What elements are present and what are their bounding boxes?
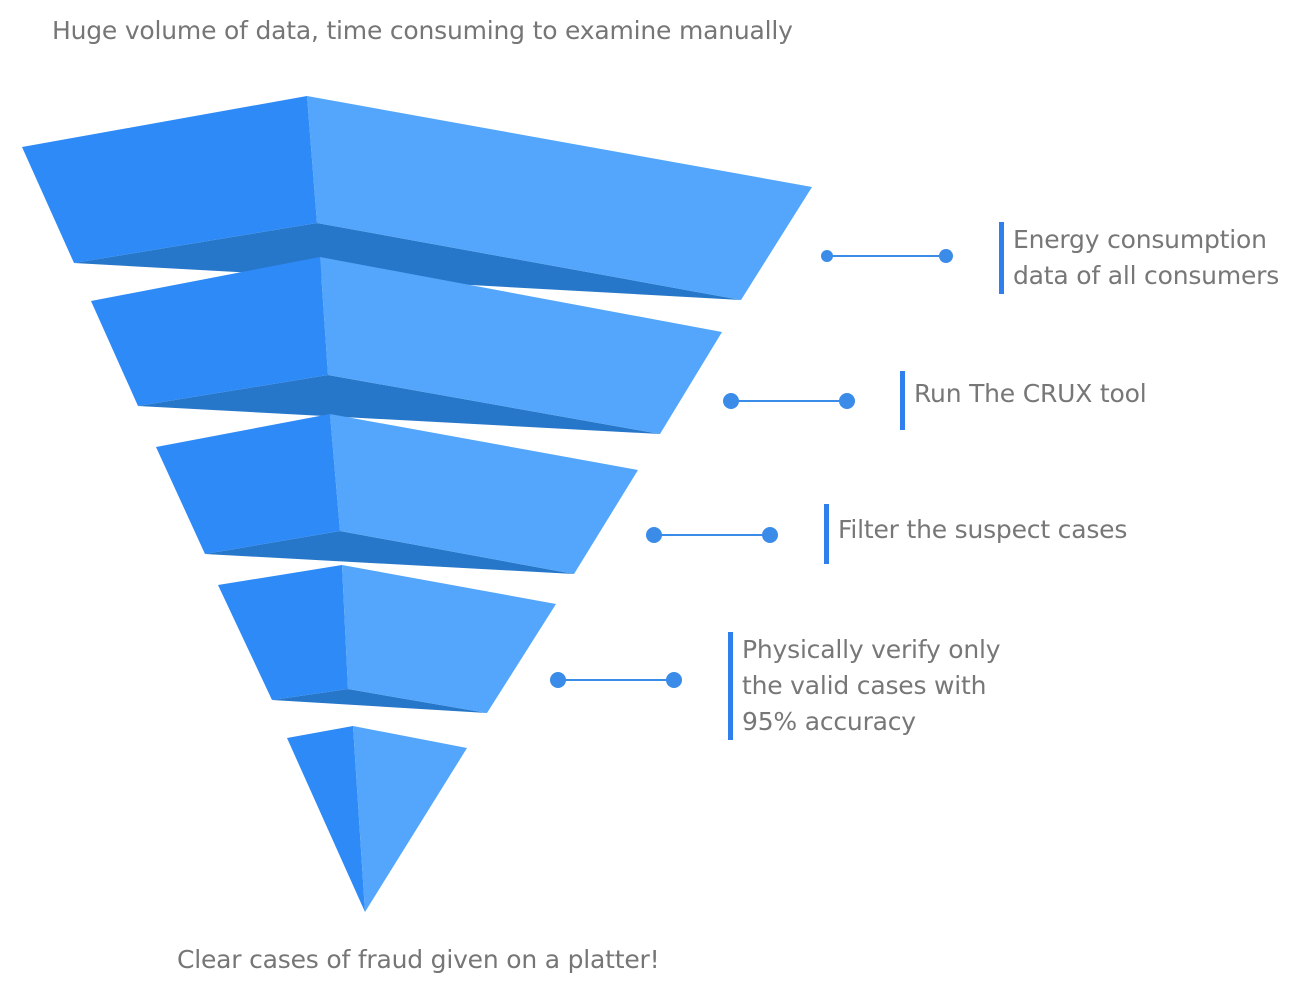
funnel-layer-4 <box>218 565 556 713</box>
step-label-filter-cases: Filter the suspect cases <box>824 504 1127 564</box>
step-label-line: the valid cases with <box>742 671 987 700</box>
funnel-layer-5-front-right <box>353 726 467 912</box>
funnel-layer-4-front-left <box>218 565 348 700</box>
step-label-run-tool: Run The CRUX tool <box>900 371 1147 430</box>
funnel-layer-2-underside <box>138 375 660 434</box>
funnel-layer-3 <box>156 414 638 574</box>
top-caption: Huge volume of data, time consuming to e… <box>52 16 793 45</box>
connector-4 <box>550 672 682 688</box>
step-label-line: Filter the suspect cases <box>838 515 1128 544</box>
funnel-layer-3-front-right <box>330 414 638 574</box>
step-label-line: Run The CRUX tool <box>914 379 1147 408</box>
funnel-layer-5-front-left <box>287 726 365 912</box>
funnel-layer-3-front-left <box>156 414 340 554</box>
connector-3-end-dot <box>762 527 778 543</box>
connector-3-start-dot <box>646 527 662 543</box>
step-label-line: Physically verify only <box>742 635 1001 664</box>
bottom-caption: Clear cases of fraud given on a platter! <box>177 945 660 974</box>
funnel-layer-4-front-right <box>342 565 556 713</box>
step-label-energy-data: Energy consumption data of all consumers <box>999 222 1279 294</box>
connector-4-start-dot <box>550 672 566 688</box>
funnel-layer-1-front-left <box>22 96 317 263</box>
connector-2 <box>723 393 855 409</box>
connector-2-start-dot <box>723 393 739 409</box>
connector-1-start-dot <box>821 250 833 262</box>
funnel-layer-1-front-right <box>307 96 812 300</box>
funnel-layer-2-front-right <box>320 257 722 434</box>
step-label-line: Energy consumption <box>1013 225 1267 254</box>
funnel-layer-3-underside <box>205 531 574 574</box>
step-label-line: data of all consumers <box>1013 261 1280 290</box>
connector-2-end-dot <box>839 393 855 409</box>
funnel-layer-2-front-left <box>91 257 328 406</box>
funnel-layer-2 <box>91 257 722 434</box>
funnel-layer-1 <box>22 96 812 300</box>
connector-4-end-dot <box>666 672 682 688</box>
funnel-layer-4-underside <box>272 689 487 713</box>
step-label-line: 95% accuracy <box>742 707 916 736</box>
funnel-layer-5 <box>287 726 467 912</box>
funnel-layer-1-underside <box>74 223 741 300</box>
connector-3 <box>646 527 778 543</box>
connector-1 <box>821 249 953 263</box>
step-label-verify-cases: Physically verify only the valid cases w… <box>728 632 1001 740</box>
connector-1-end-dot <box>939 249 953 263</box>
